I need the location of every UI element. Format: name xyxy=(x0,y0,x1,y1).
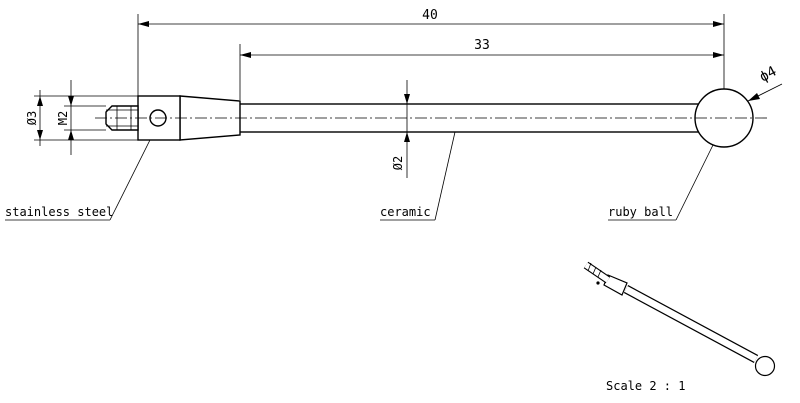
ball-diameter-text: ϕ4 xyxy=(757,63,779,85)
label-stainless-steel: stainless steel xyxy=(5,205,113,219)
dimension-stem-length: 33 xyxy=(239,38,724,100)
dimension-overall-length-text: 40 xyxy=(422,8,438,23)
dimension-overall-length: 40 xyxy=(137,8,725,96)
leader-ceramic: ceramic xyxy=(380,131,456,221)
thread-size-text: M2 xyxy=(56,111,70,125)
dimension-stem-diameter: Ø2 xyxy=(391,80,410,178)
scale-note: Scale 2 : 1 xyxy=(606,379,685,393)
label-ruby-ball: ruby ball xyxy=(608,205,673,219)
isometric-preview xyxy=(583,261,776,377)
leader-stainless-steel: stainless steel xyxy=(5,139,151,221)
stylus-side-view xyxy=(95,88,768,148)
dimension-stem-length-text: 33 xyxy=(474,38,490,53)
thread-diameter-text: Ø3 xyxy=(25,111,39,125)
leader-ruby-ball: ruby ball xyxy=(608,144,714,221)
dimension-thread-diameters: Ø3 M2 xyxy=(25,80,138,155)
stem-diameter-text: Ø2 xyxy=(391,156,405,170)
dimension-ball-diameter: ϕ4 xyxy=(747,63,783,102)
label-ceramic: ceramic xyxy=(380,205,431,219)
